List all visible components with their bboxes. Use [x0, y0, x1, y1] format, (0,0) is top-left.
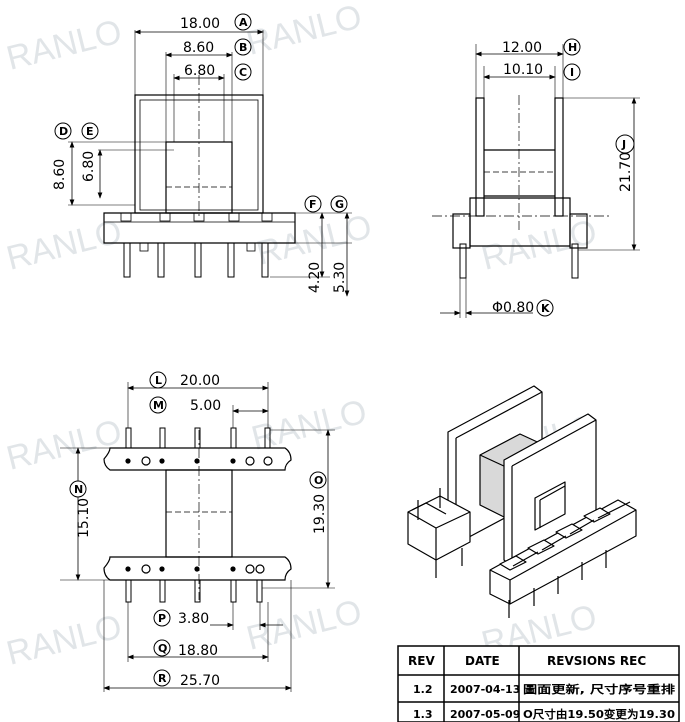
svg-text:P: P: [158, 612, 166, 625]
revision-cell: O尺寸由19.50变更为19.30: [523, 707, 675, 721]
tag-H: H: [563, 38, 581, 56]
rev-cell: 1.2: [413, 683, 433, 696]
rev-header: REV: [408, 654, 435, 668]
svg-text:E: E: [86, 125, 94, 138]
svg-text:D: D: [59, 125, 68, 138]
bottom-pins-top: [125, 427, 271, 449]
dim-Q: 18.80: [178, 643, 218, 659]
dim-O: 19.30: [312, 494, 328, 534]
side-pin-left: [459, 243, 467, 279]
tag-E: E: [81, 122, 99, 140]
dim-D: 8.60: [52, 159, 68, 190]
tag-N: N: [69, 480, 87, 498]
dim-H: 12.00: [502, 40, 542, 56]
svg-text:R: R: [158, 672, 167, 685]
tag-P: P: [153, 609, 171, 627]
dim-I: 10.10: [503, 62, 543, 78]
svg-text:Q: Q: [158, 642, 167, 655]
dim-R: 25.70: [180, 673, 220, 689]
tag-L: L: [149, 371, 167, 389]
tag-I: I: [563, 63, 581, 81]
tag-B: B: [234, 38, 252, 56]
bottom-flange-top: [103, 447, 292, 471]
tag-K: K: [536, 299, 554, 317]
isometric-pins: [417, 488, 631, 618]
dim-P: 3.80: [178, 611, 209, 627]
bottom-view: [60, 382, 335, 692]
watermark: RANLO: [478, 213, 601, 278]
svg-text:H: H: [568, 41, 577, 54]
revisions-header: REVSIONS REC: [547, 654, 646, 668]
watermark: RANLO: [3, 608, 126, 673]
bottom-flange-bottom: [103, 556, 292, 581]
revision-table: REV DATE REVSIONS REC 1.2 2007-04-13 圖面更…: [397, 645, 680, 722]
svg-text:J: J: [621, 138, 626, 151]
front-view: [68, 29, 352, 297]
svg-text:A: A: [239, 16, 248, 29]
side-pin-right: [571, 243, 579, 279]
tag-D: D: [54, 122, 72, 140]
revision-cell: 圖面更新, 尺寸序号重排: [523, 682, 675, 696]
svg-text:N: N: [74, 483, 83, 496]
svg-text:B: B: [239, 41, 247, 54]
side-view: [432, 44, 640, 318]
svg-text:G: G: [335, 198, 344, 211]
svg-text:I: I: [570, 66, 574, 79]
svg-text:K: K: [541, 302, 550, 315]
dim-J: 21.70: [618, 152, 634, 192]
watermark: RANLO: [3, 13, 126, 78]
tag-C: C: [234, 63, 252, 81]
svg-text:L: L: [155, 374, 162, 387]
date-header: DATE: [465, 654, 500, 668]
date-cell: 2007-04-13: [450, 683, 520, 696]
isometric-view: [407, 385, 637, 618]
dim-A: 18.00: [180, 16, 220, 32]
dim-C: 6.80: [184, 63, 215, 79]
dim-N: 15.10: [76, 498, 92, 538]
letter-tags: A B C D E F G H I J K L M N O P Q R: [54, 13, 635, 687]
tag-A: A: [234, 13, 252, 31]
watermark: RANLO: [243, 0, 366, 63]
dim-B: 8.60: [183, 40, 214, 56]
svg-text:O: O: [314, 474, 323, 487]
dim-K: Φ0.80: [492, 300, 534, 316]
svg-text:C: C: [239, 66, 247, 79]
dim-G: 5.30: [332, 262, 348, 293]
dim-L: 20.00: [180, 373, 220, 389]
tag-F: F: [304, 195, 322, 213]
tag-G: G: [330, 195, 348, 213]
tag-J: J: [615, 134, 635, 154]
rev-cell: 1.3: [413, 708, 433, 721]
tag-Q: Q: [153, 639, 171, 657]
dim-F: 4.20: [307, 262, 323, 293]
dim-M: 5.00: [190, 398, 221, 414]
dim-E: 6.80: [81, 151, 97, 182]
svg-text:M: M: [153, 399, 164, 412]
date-cell: 2007-05-09: [450, 708, 520, 721]
front-pins: [123, 242, 269, 278]
tag-R: R: [153, 669, 171, 687]
svg-text:F: F: [309, 198, 317, 211]
tag-O: O: [309, 471, 327, 489]
tag-M: M: [149, 396, 167, 414]
side-flange-left: [475, 97, 485, 217]
bottom-pins-bottom: [125, 579, 263, 603]
